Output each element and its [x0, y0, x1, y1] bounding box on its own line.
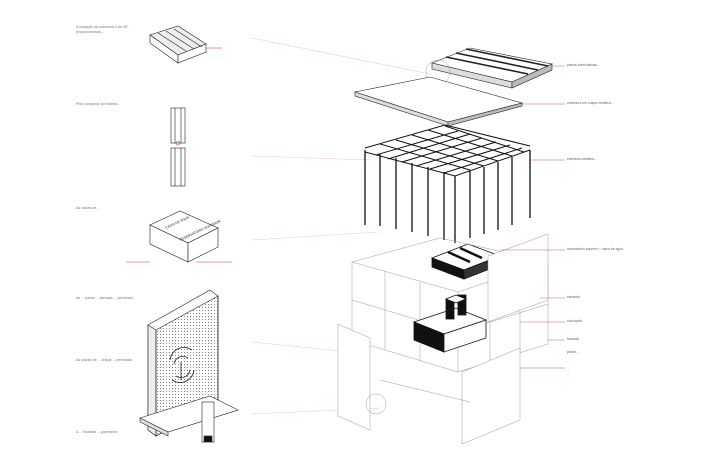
- detail-facade-panel-drawing: [139, 289, 239, 443]
- detail-roof-drawing: [149, 25, 222, 64]
- callout-circulation: circulação: [567, 319, 583, 323]
- callout-leaders: [500, 65, 565, 369]
- callout-solar: placas fotovoltaicas...: [567, 63, 600, 67]
- reservoir-block: [430, 243, 502, 280]
- detail-water-tank-drawing: [126, 210, 232, 263]
- callout-structure: estrutura metálica...: [567, 157, 597, 161]
- note-plates: As placas de ... chapa ... perfurada: [76, 358, 132, 362]
- facade-planes: [337, 233, 549, 445]
- callout-facade-1: fachada: [567, 337, 580, 341]
- callout-elevator: elevador: [567, 295, 581, 299]
- roof-layer: [353, 76, 524, 127]
- note-pillar: Pilar composto por barras...: [76, 102, 121, 106]
- note-tank: As caixas de ...: [76, 206, 101, 210]
- callout-facade-3: ...: [567, 372, 570, 376]
- structure-grid: [364, 124, 531, 243]
- note-facade: As ... painel ... fachada ... perfurado: [76, 296, 133, 300]
- callout-tank: reservatório superior + caixa de água: [567, 247, 624, 251]
- solar-panel-layer: [425, 47, 553, 89]
- detail-pillar-drawing: [170, 107, 186, 187]
- callout-roof: cobertura em chapa metálica...: [567, 101, 614, 105]
- callout-facade-2: painel...: [567, 350, 579, 354]
- note-floor: A ... fachada ... pavimento: [76, 430, 118, 434]
- note-roof: A vedação da cobertura é de 45° proporci…: [76, 25, 129, 34]
- elevator-core: [412, 294, 488, 353]
